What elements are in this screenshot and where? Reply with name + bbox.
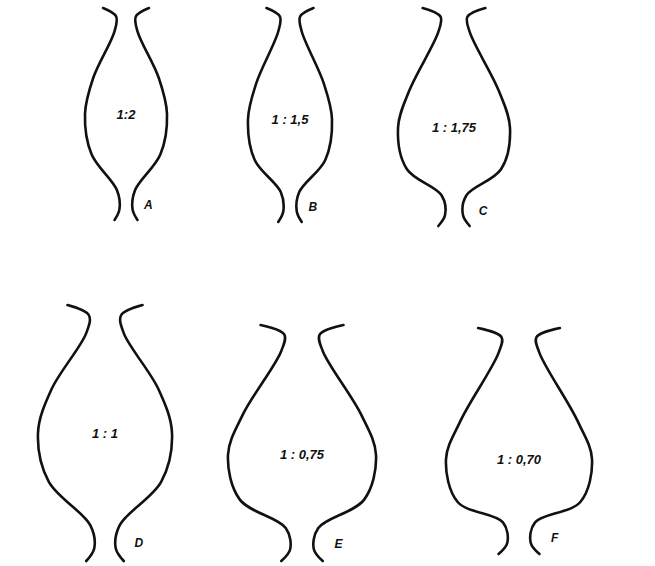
ratio-holder: 1 : 0,70: [497, 452, 541, 467]
figure-letter: F: [551, 531, 558, 545]
flask-outline: 1 : 1,75C: [398, 8, 510, 226]
flask-outline-svg: [398, 8, 510, 226]
flask-outline: 1:2A: [85, 8, 167, 220]
ratio-label: 1 : 0,70: [497, 452, 541, 467]
ratio-holder: 1 : 1: [92, 426, 118, 441]
letter-holder: E: [335, 537, 343, 551]
ratio-label: 1 : 1: [92, 426, 118, 441]
flask-outline-svg: [446, 328, 592, 554]
ratio-label: 1 : 1,75: [432, 120, 476, 135]
flask-wall: [115, 305, 172, 561]
flask-wall: [38, 305, 95, 561]
flask-wall: [85, 8, 120, 220]
flask-wall: [228, 325, 291, 561]
flask-outline: 1 : 0,75E: [228, 325, 376, 561]
ratio-holder: 1 : 1,75: [432, 120, 476, 135]
flask-wall: [313, 325, 376, 561]
letter-holder: F: [551, 531, 558, 545]
figure-letter: E: [335, 537, 343, 551]
figure-letter: B: [308, 200, 317, 214]
letter-holder: A: [144, 198, 153, 212]
letter-holder: C: [479, 204, 488, 218]
letter-holder: B: [308, 200, 317, 214]
flask-outline: 1 : 0,70F: [446, 328, 592, 554]
flask-outline: 1 : 1,5B: [248, 8, 332, 222]
flask-outline: 1 : 1 D: [38, 305, 172, 561]
ratio-label: 1 : 1,5: [272, 112, 309, 127]
ratio-label: 1 : 0,75: [280, 447, 324, 462]
figure-letter: C: [479, 204, 488, 218]
flask-wall: [398, 8, 446, 226]
flask-wall: [462, 8, 510, 226]
letter-holder: D: [134, 536, 143, 550]
flask-outline-svg: [228, 325, 376, 561]
flask-wall: [446, 328, 508, 554]
ratio-holder: 1 : 0,75: [280, 447, 324, 462]
ratio-holder: 1 : 1,5: [272, 112, 309, 127]
ratio-holder: 1:2: [117, 107, 136, 122]
figure-letter: D: [134, 536, 143, 550]
ratio-label: 1:2: [117, 107, 136, 122]
flask-wall: [132, 8, 167, 220]
flask-wall: [530, 328, 592, 554]
figure-letter: A: [144, 198, 153, 212]
